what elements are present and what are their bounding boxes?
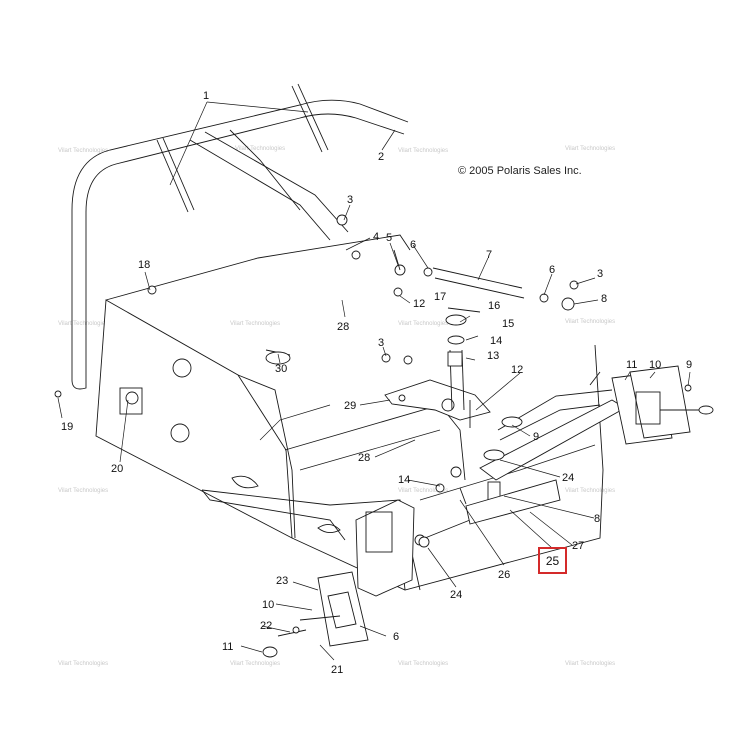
bearing-flange-lower	[262, 571, 369, 658]
callout-3c: 3	[378, 337, 384, 349]
callout-3: 3	[347, 194, 353, 206]
watermark-text: Vilart Technologies	[565, 319, 615, 325]
callout-20: 20	[111, 463, 123, 475]
watermark-text: Vilart Technologies	[398, 488, 448, 494]
callout-15: 15	[502, 318, 514, 330]
watermark-text: Vilart Technologies	[565, 146, 615, 152]
watermarks: Vilart Technologies Vilart Technologies …	[58, 146, 615, 667]
watermark-text: Vilart Technologies	[398, 661, 448, 667]
callout-12: 12	[413, 298, 425, 310]
watermark-text: Vilart Technologies	[58, 661, 108, 667]
callout-6c: 22	[260, 620, 272, 632]
watermark-text: Vilart Technologies	[58, 488, 108, 494]
callout-17: 17	[434, 291, 446, 303]
callout-13: 13	[487, 350, 499, 362]
callout-29: 29	[344, 400, 356, 412]
callout-28b: 28	[358, 452, 370, 464]
callout-8b: 14	[398, 474, 410, 486]
watermark-text: Vilart Technologies	[230, 321, 280, 327]
callout-12b: 12	[511, 364, 523, 376]
callout-8: 8	[601, 293, 607, 305]
callout-18: 18	[138, 259, 150, 271]
callout-24b: 26	[498, 569, 510, 581]
watermark-text: Vilart Technologies	[398, 321, 448, 327]
callout-26: 27	[572, 540, 584, 552]
callout-30: 30	[275, 363, 287, 375]
watermark-text: Vilart Technologies	[565, 661, 615, 667]
callout-14b: 24	[562, 472, 574, 484]
callout-6b: 6	[549, 264, 555, 276]
callout-27: 8	[594, 513, 600, 525]
hardware	[54, 214, 692, 634]
callout-19: 19	[61, 421, 73, 433]
callout-6: 6	[410, 239, 416, 251]
callout-16: 16	[488, 300, 500, 312]
callout-11: 11	[626, 359, 637, 371]
callout-28: 28	[337, 321, 349, 333]
callout-21: 11	[222, 641, 233, 653]
tie-rod	[394, 264, 575, 311]
leader-lines	[57, 101, 691, 661]
callout-5: 5	[386, 232, 392, 244]
callout-numbers: 1 2 3 4 5 6 7 6 3 8 17 16 15 14 13 12 12…	[61, 90, 692, 676]
callout-24: 9	[533, 431, 539, 443]
callout-14: 14	[490, 335, 502, 347]
callout-23: 24	[450, 589, 462, 601]
copyright-text: © 2005 Polaris Sales Inc.	[458, 165, 582, 177]
linkage-plate	[384, 314, 491, 421]
watermark-text: Vilart Technologies	[235, 146, 285, 152]
callout-7: 7	[486, 249, 492, 261]
watermark-text: Vilart Technologies	[398, 148, 448, 154]
callout-9: 9	[686, 359, 692, 371]
watermark-text: Vilart Technologies	[58, 148, 108, 154]
grip-cables	[156, 83, 329, 213]
callout-1: 1	[203, 90, 209, 102]
callout-9b: 21	[331, 664, 343, 676]
watermark-text: Vilart Technologies	[58, 321, 108, 327]
callout-2: 2	[378, 151, 384, 163]
callout-3b: 3	[597, 268, 603, 280]
callout-10b: 23	[276, 575, 288, 587]
highlight-box	[538, 547, 567, 574]
callout-10: 10	[649, 359, 661, 371]
column-bracket	[355, 499, 471, 597]
callout-11b: 6	[393, 631, 399, 643]
highlighted-callout[interactable]: 25	[545, 553, 560, 568]
watermark-text: Vilart Technologies	[230, 661, 280, 667]
watermark-text: Vilart Technologies	[565, 488, 615, 494]
callout-4: 4	[373, 231, 379, 243]
bearing-flanges-right	[611, 365, 714, 445]
callout-22: 10	[262, 599, 274, 611]
